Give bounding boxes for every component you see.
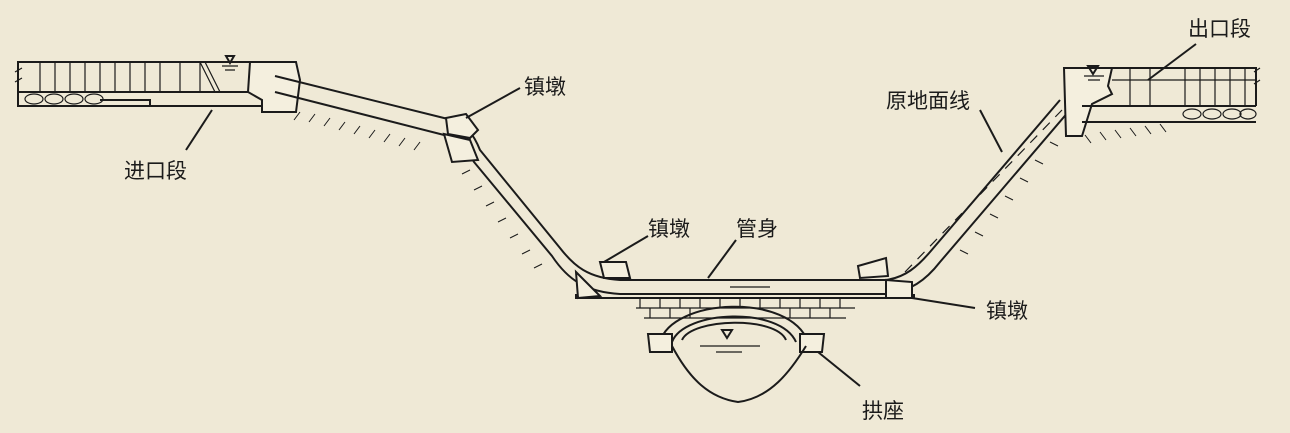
outlet-channel [1062,65,1261,137]
anchor-block-upper-left [442,112,480,164]
label-anchor-block-lower-left: 镇墩 [648,217,690,241]
ground-hatching-right [959,123,1167,255]
anchor-block-right [856,256,913,299]
leader-lines [185,43,1197,387]
label-anchor-block-right: 镇墩 [986,299,1028,323]
label-outlet-section: 出口段 [1188,17,1251,41]
water-level-icon [720,329,734,340]
water-level-icon [1086,65,1100,76]
arch-bridge [575,294,915,404]
label-original-ground-line: 原地面线 [886,89,970,113]
ground-hatching-left [293,111,543,269]
inlet-channel [14,55,302,113]
label-anchor-block-upper-left: 镇墩 [524,75,566,99]
anchor-block-lower-left [574,261,632,300]
arch-abutment-left [646,333,673,353]
label-pipe-body: 管身 [736,217,778,241]
label-inlet-section: 进口段 [124,159,187,183]
water-level-icon [224,55,236,66]
label-arch-abutment: 拱座 [862,399,904,423]
